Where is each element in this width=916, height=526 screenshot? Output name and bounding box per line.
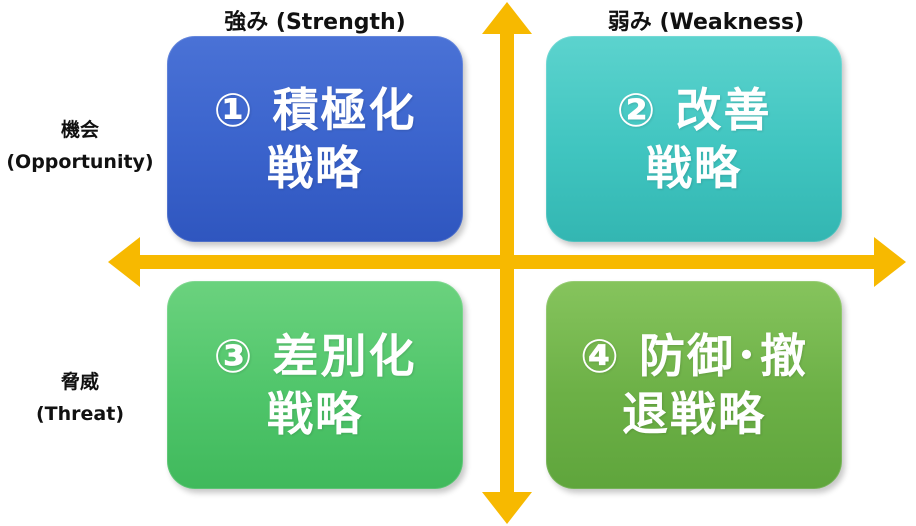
quadrant-title: ① 積極化: [213, 83, 417, 137]
header-weakness: 弱み (Weakness): [607, 10, 805, 35]
threat-label-en: (Threat): [35, 403, 124, 425]
quadrant-title: ② 改善: [616, 83, 772, 137]
quadrant-subtitle: 戦略: [267, 141, 363, 195]
quadrant-defense-withdrawal-strategy: ④ 防御･撤 退戦略: [546, 281, 842, 489]
opportunity-label-en: (Opportunity): [6, 151, 154, 173]
threat-label-ja: 脅威: [60, 371, 99, 393]
quadrant-subtitle: 退戦略: [622, 387, 766, 441]
quadrant-improvement-strategy: ② 改善 戦略: [546, 36, 842, 242]
row-label-threat: 脅威 (Threat): [0, 366, 160, 430]
row-label-opportunity: 機会 (Opportunity): [0, 114, 160, 178]
quadrant-differentiation-strategy: ③ 差別化 戦略: [167, 281, 463, 489]
opportunity-label-ja: 機会: [60, 119, 99, 141]
quadrant-subtitle: 戦略: [267, 387, 363, 441]
header-strength: 強み (Strength): [224, 10, 406, 35]
quadrant-subtitle: 戦略: [646, 141, 742, 195]
quadrant-title: ③ 差別化: [213, 329, 417, 383]
quadrant-aggressive-strategy: ① 積極化 戦略: [167, 36, 463, 242]
quadrant-title: ④ 防御･撤: [580, 329, 808, 383]
horizontal-axis-arrow-icon: [108, 237, 906, 287]
